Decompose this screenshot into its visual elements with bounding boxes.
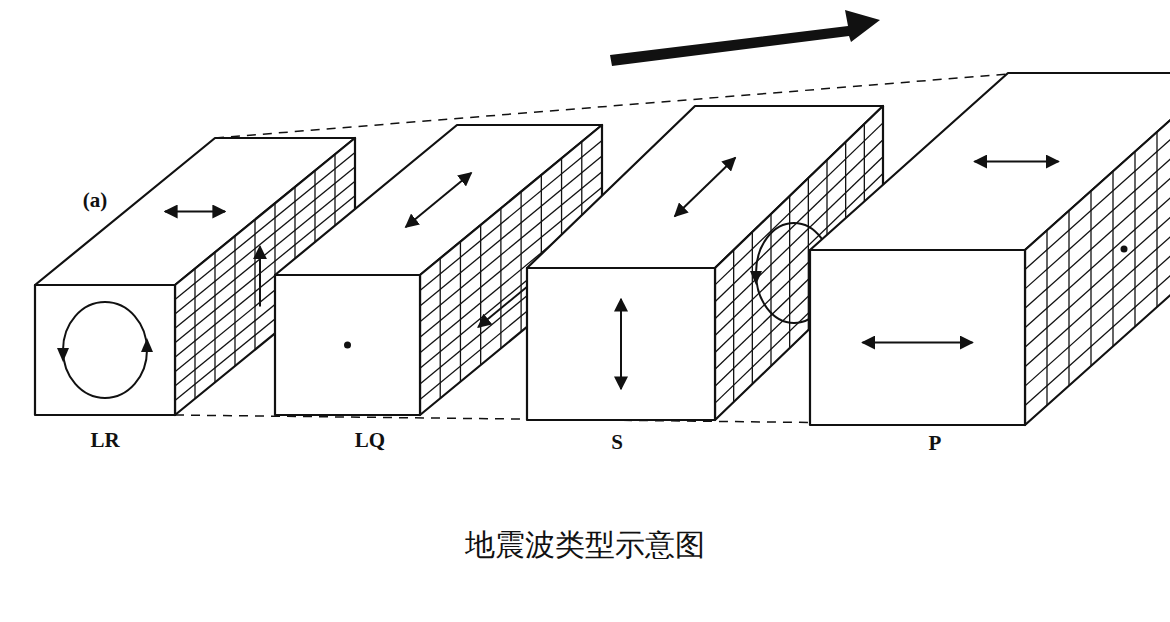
- wave-name: P: [929, 433, 942, 454]
- wave-name: S: [611, 432, 623, 453]
- front-face: [275, 275, 420, 415]
- panel-letter: (a): [83, 190, 108, 211]
- grid-line: [460, 242, 461, 382]
- front-face: [35, 285, 175, 415]
- particle-orbit: [63, 302, 147, 398]
- motion-arrow: [259, 247, 261, 307]
- grid-line: [254, 220, 255, 350]
- propagation-arrow: [610, 10, 880, 66]
- grid-line: [234, 236, 235, 366]
- motion-arrow: [406, 173, 472, 227]
- front-face: [527, 268, 715, 420]
- grid-line: [1025, 209, 1170, 386]
- grid-line: [752, 232, 753, 384]
- motion-arrow: [975, 161, 1059, 163]
- grid-line: [1025, 229, 1170, 406]
- side-face: [1025, 73, 1170, 425]
- grid-line: [733, 250, 734, 402]
- grid-line: [520, 192, 521, 332]
- wave-name: LR: [90, 430, 119, 451]
- grid-line: [480, 225, 481, 365]
- medium-block: [810, 73, 1170, 425]
- grid-line: [1046, 230, 1047, 405]
- grid-line: [1112, 171, 1113, 346]
- motion-arrow: [620, 299, 622, 389]
- grid-line: [1134, 152, 1135, 327]
- grid-line: [194, 269, 195, 399]
- grid-line: [1156, 132, 1157, 307]
- wave-name: LQ: [355, 430, 385, 451]
- grid-line: [214, 252, 215, 382]
- figure-caption: 地震波类型示意图: [465, 527, 705, 563]
- motion-arrow: [863, 342, 973, 344]
- motion-dot: [1121, 246, 1128, 253]
- grid-line: [1068, 211, 1069, 386]
- grid-line: [770, 214, 771, 366]
- grid-line: [789, 196, 790, 348]
- motion-arrow: [165, 211, 225, 213]
- grid-line: [808, 178, 809, 330]
- motion-dot: [344, 342, 351, 349]
- orbit-arrowhead: [141, 338, 153, 352]
- dashed-envelope: [215, 74, 1008, 138]
- grid-line: [1090, 191, 1091, 366]
- motion-arrow: [675, 158, 735, 216]
- orbit-arrowhead: [57, 348, 69, 362]
- front-face: [810, 250, 1025, 425]
- grid-line: [440, 258, 441, 398]
- orbit-arrowhead: [750, 271, 762, 285]
- grid-line: [500, 208, 501, 348]
